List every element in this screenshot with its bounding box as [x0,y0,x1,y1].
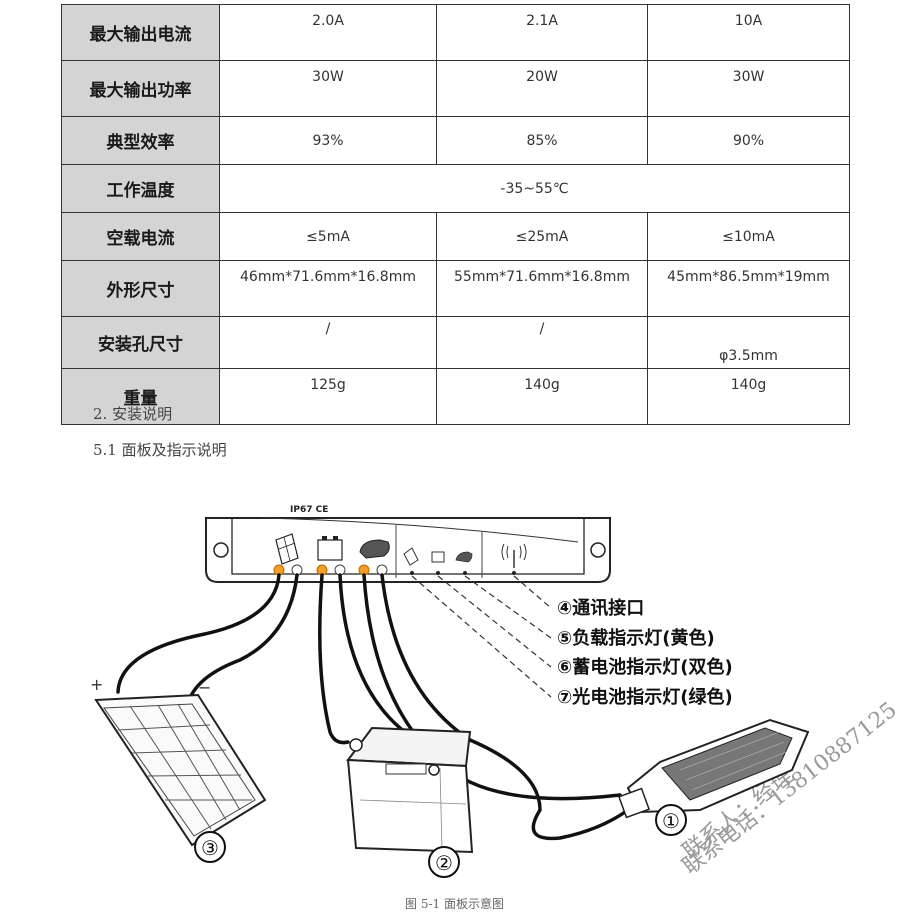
indicator-leaders [411,575,552,698]
section-heading-panel: 5.1 面板及指示说明 [93,441,227,459]
small-lamp-icon [455,551,473,563]
mount-hole-right [590,542,606,558]
callout-1-label: ① [662,809,680,833]
callout-3: ③ [194,831,226,863]
table-cell: 30W [647,60,850,117]
legend-load-led: ⑤负载指示灯(黄色) [557,627,715,649]
street-lamp [618,718,810,819]
device-marks: IP67 CE [290,505,328,515]
callout-2: ② [428,846,460,878]
controller-body [205,517,611,583]
solar-icon [275,533,299,565]
terminal-connectors [273,564,516,576]
section-heading-install: 2. 安装说明 [93,405,173,423]
table-cell: 85% [436,116,648,165]
table-row: 典型效率 93% 85% 90% [61,116,850,165]
row-label: 空载电流 [61,212,220,261]
table-row: 空载电流 ≤5mA ≤25mA ≤10mA [61,212,850,261]
row-label: 安装孔尺寸 [61,316,220,369]
table-cell: 2.1A [436,4,648,61]
table-cell: 140g [647,368,850,425]
row-label: 工作温度 [61,164,220,213]
table-cell: 20W [436,60,648,117]
table-cell: φ3.5mm [647,316,850,369]
row-label: 外形尺寸 [61,260,220,317]
indicator-legend: ④通讯接口 ⑤负载指示灯(黄色) ⑥蓄电池指示灯(双色) ⑦光电池指示灯(绿色) [557,597,733,708]
solar-minus-sign: − [198,678,211,697]
battery-icon [317,536,343,561]
table-cell: 55mm*71.6mm*16.8mm [436,260,648,317]
table-row: 安装孔尺寸 / / φ3.5mm [61,316,850,369]
spec-table: 最大输出电流 2.0A 2.1A 10A 最大输出功率 30W 20W 30W … [61,4,850,425]
solar-plus-sign: + [90,675,103,694]
callout-1: ① [655,804,687,836]
table-cell: ≤25mA [436,212,648,261]
table-cell: 10A [647,4,850,61]
legend-battery-led: ⑥蓄电池指示灯(双色) [557,656,733,678]
mount-hole-left [213,542,229,558]
table-cell: 46mm*71.6mm*16.8mm [219,260,437,317]
antenna-icon [501,543,527,568]
table-cell: 140g [436,368,648,425]
table-cell: 90% [647,116,850,165]
solar-panel [94,693,267,847]
table-cell: / [436,316,648,369]
controller-device: IP67 CE [205,505,611,583]
legend-solar-led: ⑦光电池指示灯(绿色) [557,686,733,708]
table-row: 外形尺寸 46mm*71.6mm*16.8mm 55mm*71.6mm*16.8… [61,260,850,317]
table-cell: ≤5mA [219,212,437,261]
callout-2-label: ② [435,851,453,875]
small-solar-icon [403,547,419,566]
battery [346,726,474,854]
table-cell: 45mm*86.5mm*19mm [647,260,850,317]
table-cell: 30W [219,60,437,117]
table-cell: 93% [219,116,437,165]
figure-caption: 图 5-1 面板示意图 [405,897,504,911]
row-label: 最大输出电流 [61,4,220,61]
table-cell: 125g [219,368,437,425]
table-cell: / [219,316,437,369]
table-row: 工作温度 -35~55℃ [61,164,850,213]
hole-size: φ3.5mm [719,348,778,364]
callout-3-label: ③ [201,836,219,860]
lamp-icon [359,539,390,559]
controller-curve [261,517,579,543]
row-label: 最大输出功率 [61,60,220,117]
table-row: 重量 125g 140g 140g [61,368,850,425]
table-cell: ≤10mA [647,212,850,261]
legend-comm-port: ④通讯接口 [557,597,644,619]
table-cell: 2.0A [219,4,437,61]
table-row: 最大输出功率 30W 20W 30W [61,60,850,117]
row-label: 典型效率 [61,116,220,165]
controller-face [231,518,585,575]
panel-diagram: 联系人：经理 联系电话：13810887125 IP67 CE [90,505,902,880]
small-battery-icon [431,551,445,563]
table-row: 最大输出电流 2.0A 2.1A 10A [61,4,850,61]
merged-cell: -35~55℃ [219,164,850,213]
row-label: 重量 [61,368,220,425]
